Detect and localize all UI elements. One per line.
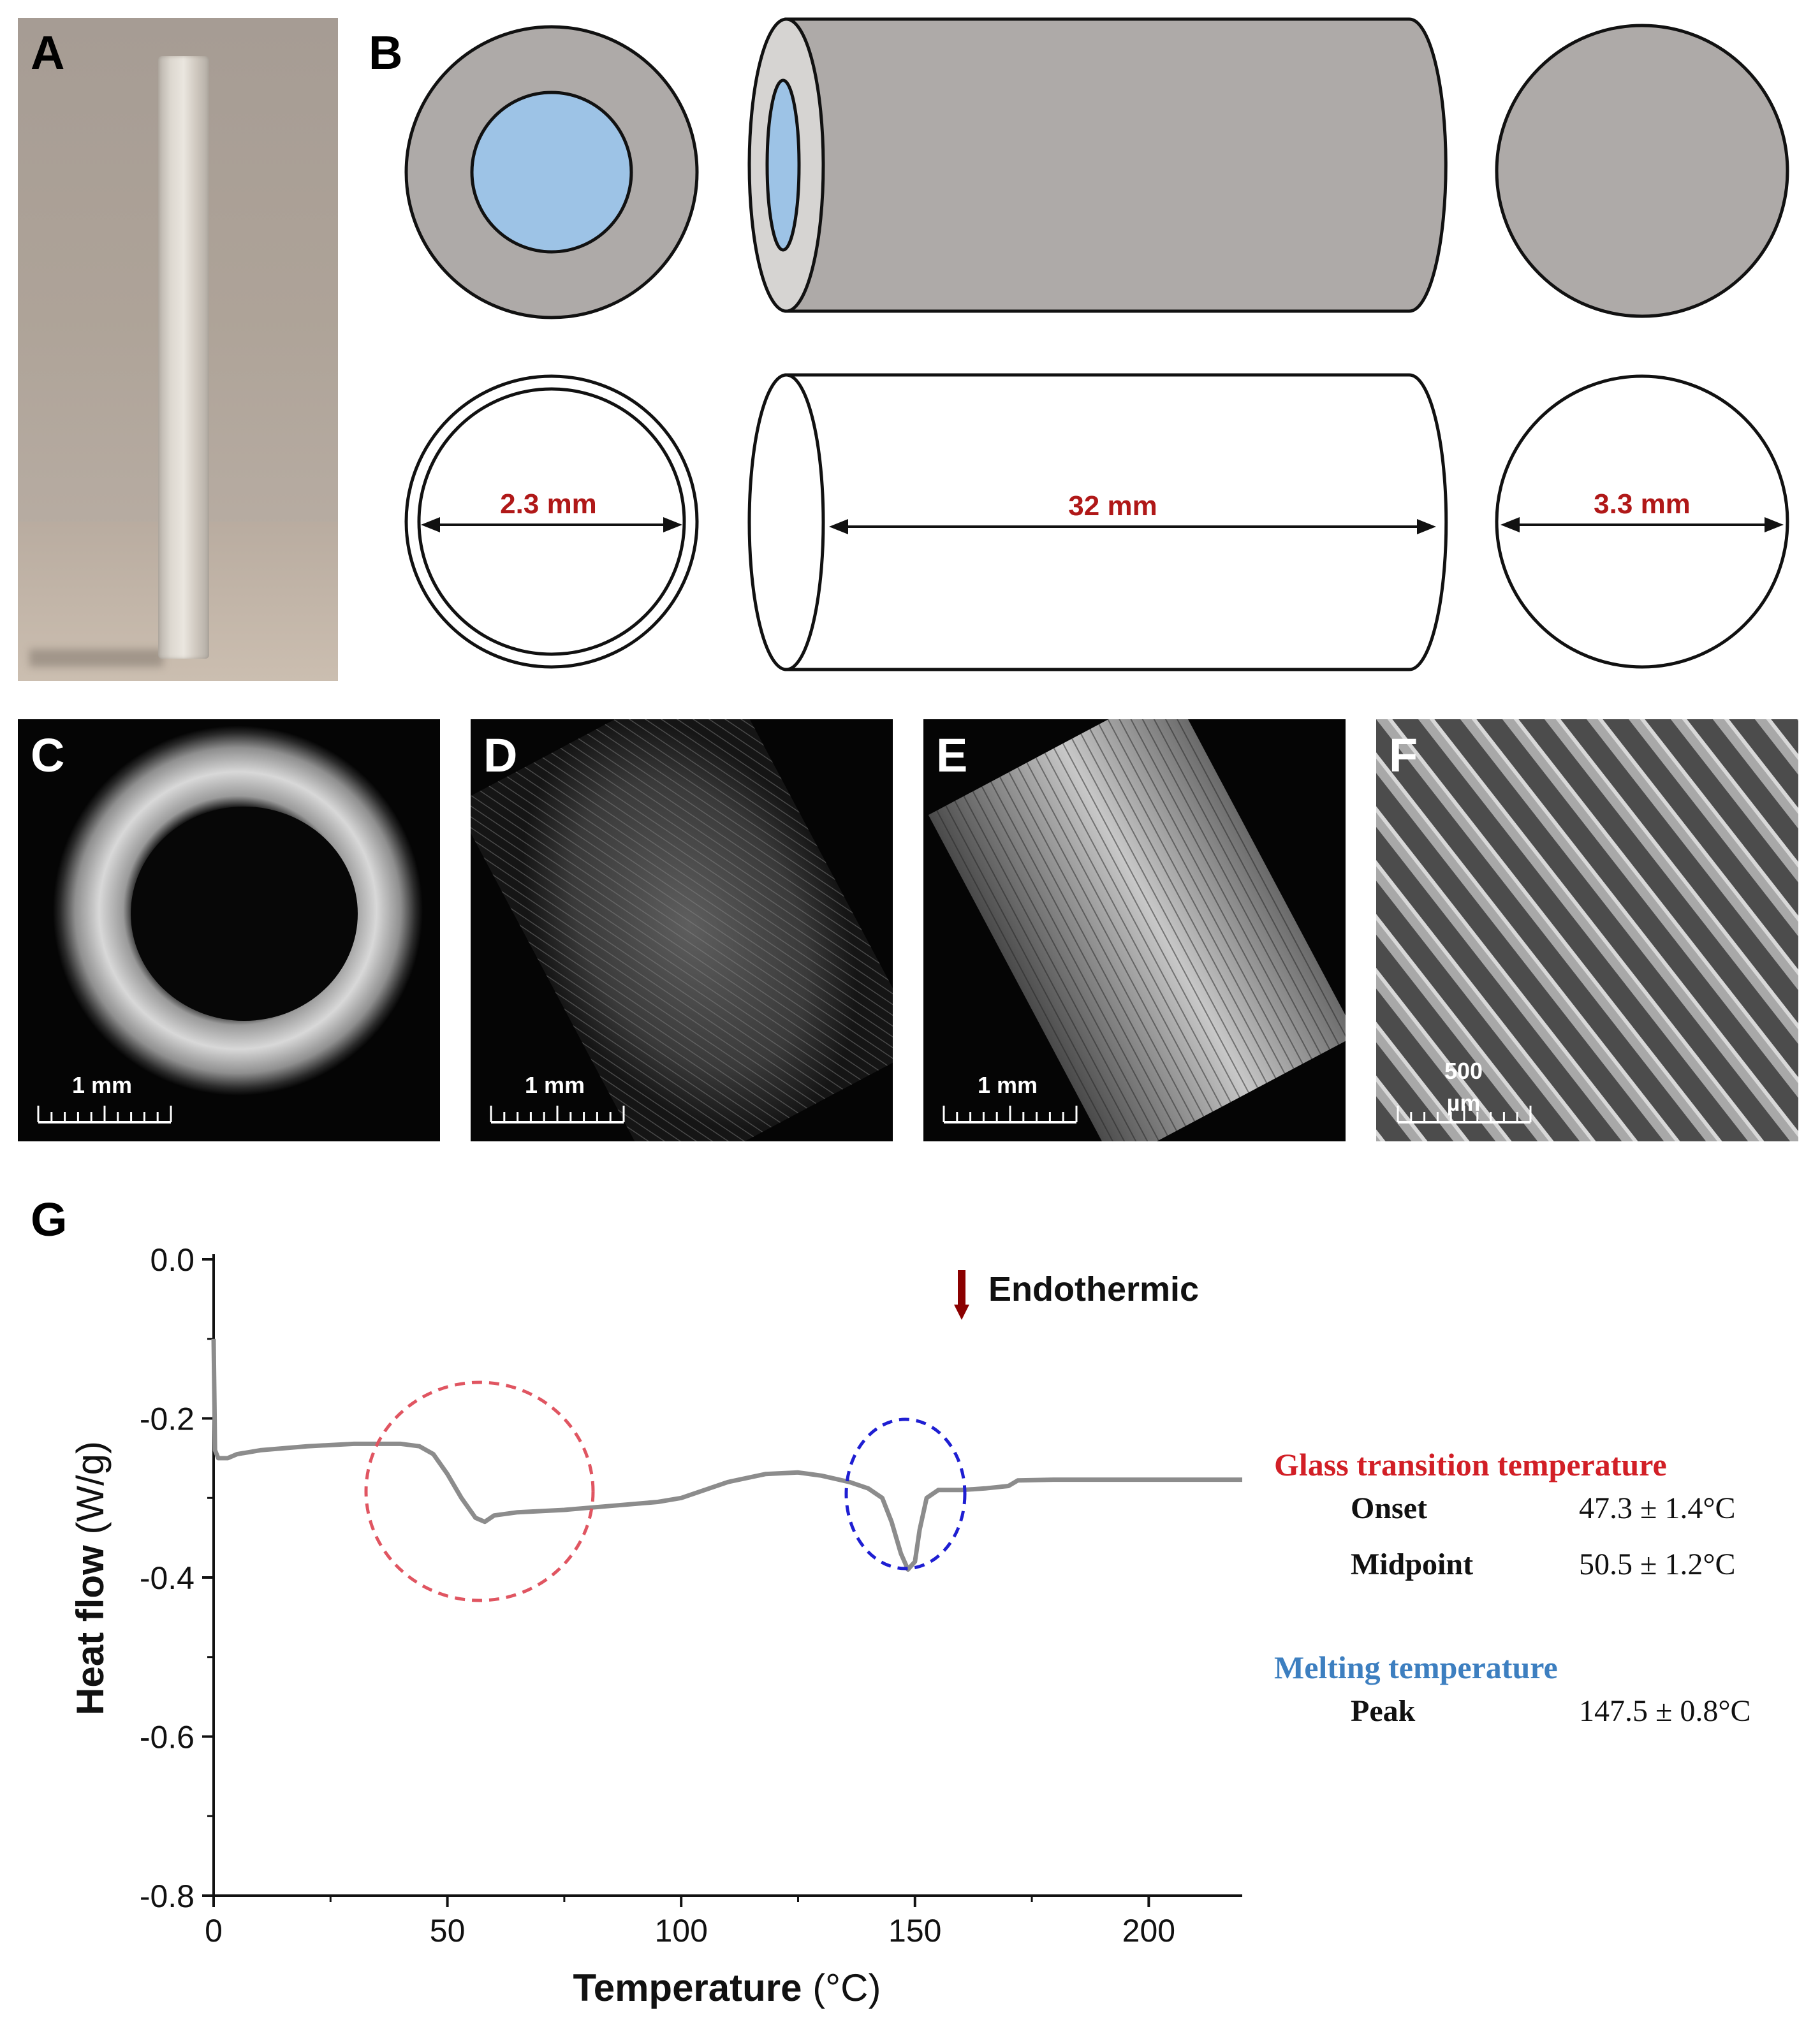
tm-legend: Melting temperature Peak 147.5 ± 0.8°C [1274,1649,1810,1750]
midpoint-value: 50.5 ± 1.2°C [1579,1548,1736,1581]
scale-bars: 1 mm 1 mm 1 mm 500 µm [37,1058,1532,1123]
glass-row-onset: Onset 47.3 ± 1.4°C [1274,1491,1810,1547]
panel-label-a: A [31,26,65,79]
inner-outline-inner [417,387,686,656]
glass-transition-title: Glass transition temperature [1274,1447,1667,1482]
dim-arrowhead [663,517,682,532]
scale-bar-f: 500 µm [1397,1058,1532,1123]
micrograph-f [1376,719,1798,1141]
y-axis-title: Heat flow (W/g) [69,1441,112,1715]
endothermic-arrow [958,1270,965,1306]
panel-label-f: F [1389,729,1418,782]
glass-transition-circle [364,1380,595,1602]
cross-section-lumen [470,91,633,254]
panel-label-g: G [31,1193,68,1246]
midpoint-key: Midpoint [1351,1548,1474,1581]
onset-value: 47.3 ± 1.4°C [1579,1491,1736,1525]
cylinder-outline-body [784,373,1448,671]
dim-arrowhead [1501,517,1520,532]
scale-bar-label-d: 1 mm [525,1072,585,1098]
dim-arrowhead [1765,517,1784,532]
micrograph-d [471,719,893,1141]
x-tick-label: 0 [205,1913,223,1949]
heat-flow-line [211,1338,1242,1572]
peak-key: Peak [1351,1694,1416,1728]
panel-label-e: E [936,729,968,782]
panel-label-b: B [369,26,403,79]
photo-panel-a [18,18,338,681]
scale-bar-label-c: 1 mm [72,1072,132,1098]
dim-label-outer: 3.3 mm [1594,488,1691,520]
y-tick-label: 0.0 [150,1242,194,1278]
y-tick-label: -0.4 [140,1560,194,1596]
melting-title: Melting temperature [1274,1650,1558,1685]
scale-bar-label-f2: µm [1447,1090,1481,1116]
endothermic-label: Endothermic [988,1270,1199,1308]
micrograph-e [923,719,1346,1141]
x-axis-title: Temperature (°C) [573,1966,881,2009]
scale-bar-label-e: 1 mm [978,1072,1038,1098]
y-tick-label: -0.8 [140,1878,194,1914]
x-tick-label: 100 [654,1913,707,1949]
x-tick-label: 50 [430,1913,466,1949]
tg-legend: Glass transition temperature Onset 47.3 … [1274,1446,1810,1603]
fiber-surface [1376,719,1798,1141]
onset-key: Onset [1351,1491,1427,1525]
x-tick-label: 200 [1122,1913,1175,1949]
scale-bar-label-f1: 500 [1444,1058,1483,1084]
melting-row-peak: Peak 147.5 ± 0.8°C [1274,1694,1810,1750]
tube-lumen [131,807,358,1021]
endothermic-arrowhead [954,1305,969,1320]
cylinder-side-body [784,17,1448,313]
dim-arrowhead [829,519,848,534]
outer-outline [1495,374,1789,669]
dim-label-inner: 2.3 mm [500,488,597,520]
scale-bar-c: 1 mm [37,1072,172,1123]
solid-end-view [1495,24,1789,318]
tube-photo [158,56,209,659]
dim-arrowhead [1417,519,1436,534]
y-tick-label: -0.2 [140,1402,194,1437]
dim-arrowhead [421,517,440,532]
y-tick-label: -0.6 [140,1720,194,1755]
cylinder-side-lumen [765,78,801,252]
dim-label-length: 32 mm [1068,490,1157,522]
schematic-panel-b: 2.3 mm 32 mm 3.3 mm [404,17,1789,671]
glass-row-midpoint: Midpoint 50.5 ± 1.2°C [1274,1547,1810,1603]
photo-shadow [29,649,163,667]
cylinder-outline-end [747,373,825,671]
panel-label-d: D [483,729,518,782]
peak-value: 147.5 ± 0.8°C [1579,1694,1751,1728]
x-tick-label: 150 [888,1913,941,1949]
panel-label-c: C [31,729,65,782]
scale-bar-e: 1 mm [943,1072,1078,1123]
scale-bar-d: 1 mm [490,1072,625,1123]
micrograph-c [18,719,440,1141]
melting-circle [844,1417,967,1570]
